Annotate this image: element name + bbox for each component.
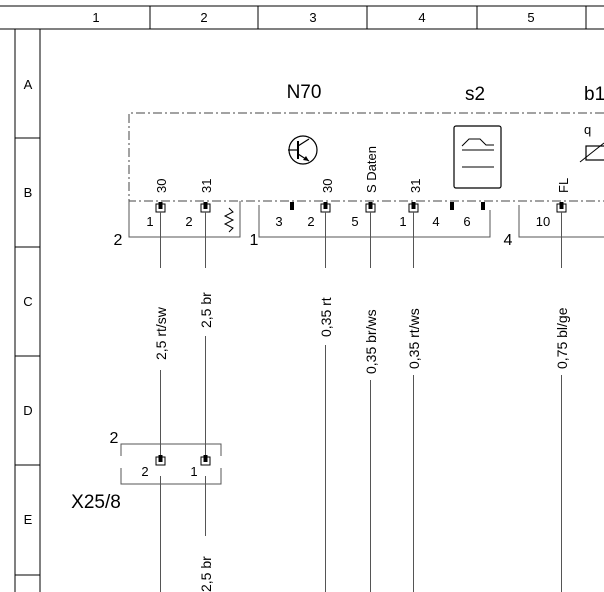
wire-lines	[160, 212, 562, 592]
pin-number: 4	[432, 214, 439, 229]
pin-number: 6	[463, 214, 470, 229]
pin-function-31-right: 31	[408, 179, 423, 193]
grid-row-a: A	[24, 77, 33, 92]
wire-label: 2,5 br	[198, 292, 214, 328]
component-s2-label: s2	[465, 84, 485, 105]
pin-number: 2	[185, 214, 192, 229]
wire-label: 2,5 br	[198, 556, 214, 592]
grid-column-2: 2	[200, 10, 207, 25]
connector-group-label: 2	[114, 232, 123, 249]
grid-row-c: C	[23, 294, 32, 309]
component-b1-label: b1	[584, 84, 604, 105]
wire-label: 0,35 br/ws	[363, 309, 379, 374]
grid-row-e: E	[24, 512, 33, 527]
wire-label: 0,35 rt/ws	[406, 308, 422, 369]
pin-number: 1	[190, 464, 197, 479]
pin-number: 2	[307, 214, 314, 229]
grid-column-4: 4	[418, 10, 425, 25]
grid-column-5: 5	[527, 10, 534, 25]
grid-column-3: 3	[309, 10, 316, 25]
pin-sockets	[155, 202, 567, 213]
pin-number: 3	[275, 214, 282, 229]
pin-number: 2	[141, 464, 148, 479]
grid-row-b: B	[24, 185, 33, 200]
sensor-q-label: q	[584, 122, 591, 137]
grid-column-1: 1	[92, 10, 99, 25]
wire-label: 0,75 bl/ge	[554, 307, 570, 369]
connector-group-label: 1	[250, 232, 259, 249]
component-n70-label: N70	[287, 82, 322, 103]
transistor-icon	[288, 135, 318, 165]
connector-housing-lines	[128, 201, 604, 238]
pin-number: 10	[536, 214, 550, 229]
connector-x25-label: X25/8	[71, 492, 121, 513]
pin-function-fl: FL	[556, 178, 571, 193]
grid-row-d: D	[23, 403, 32, 418]
connector-x25-housing	[120, 443, 222, 485]
drawing-frame	[0, 5, 604, 592]
sensor-resistor-icon	[579, 142, 604, 163]
connector-group-label: 2	[110, 430, 119, 447]
pin-function-s-daten: S Daten	[364, 146, 379, 193]
flex-line-icon	[223, 207, 235, 233]
pin-number: 5	[351, 214, 358, 229]
connector-group-label: 4	[504, 232, 513, 249]
pin-number: 1	[146, 214, 153, 229]
module-outline	[128, 112, 604, 202]
pin-function-31-left: 31	[199, 179, 214, 193]
wire-label: 2,5 rt/sw	[153, 306, 169, 360]
pin-function-30-left: 30	[154, 179, 169, 193]
pin-function-30-right: 30	[320, 179, 335, 193]
switch-panel-icon	[453, 125, 502, 189]
wire-label: 0,35 rt	[318, 297, 334, 337]
pin-number: 1	[399, 214, 406, 229]
